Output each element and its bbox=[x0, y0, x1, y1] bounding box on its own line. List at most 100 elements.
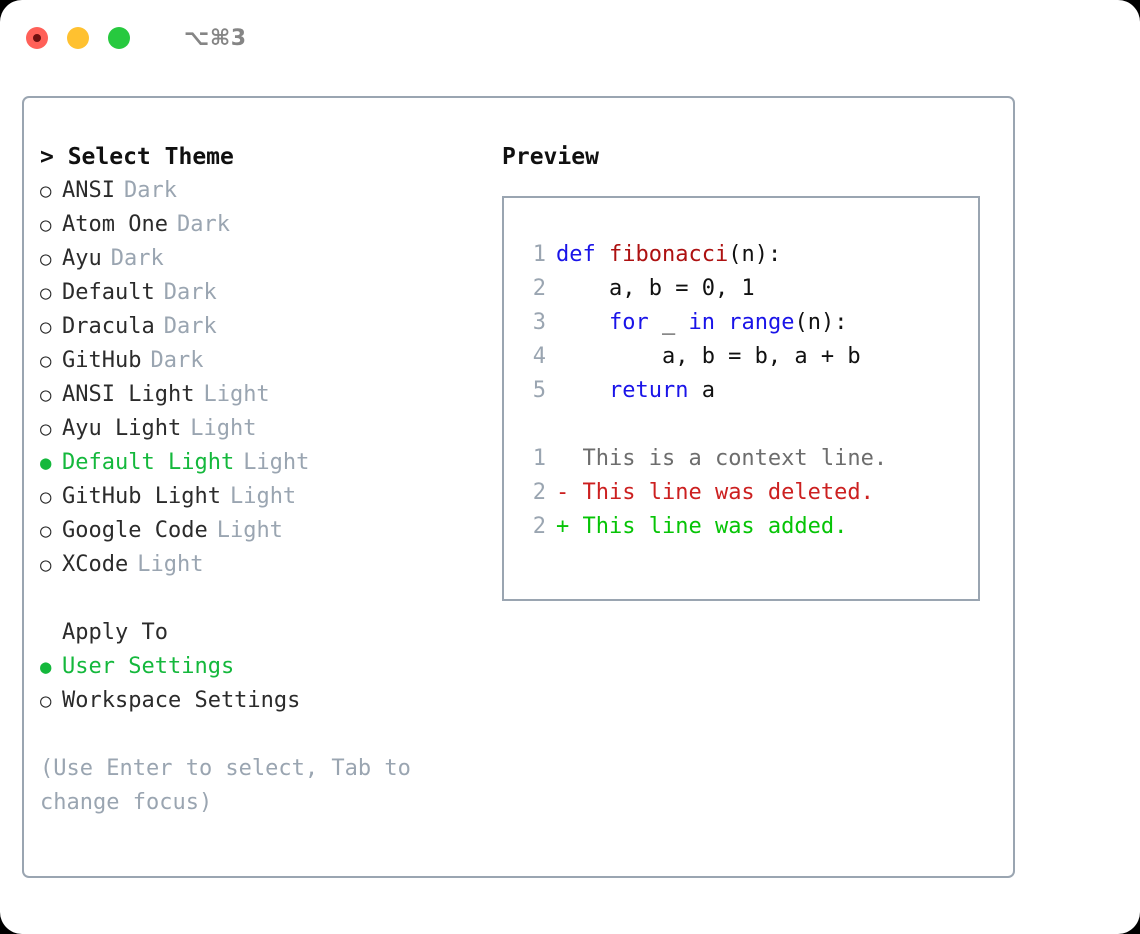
theme-variant-tag: Dark bbox=[163, 280, 217, 305]
code-token: in bbox=[688, 310, 715, 335]
radio-unselected-icon: ○ bbox=[40, 418, 52, 440]
select-theme-heading: > Select Theme bbox=[40, 144, 234, 170]
diff-line-number: 2 bbox=[532, 480, 546, 505]
theme-variant-tag: Light bbox=[137, 552, 204, 577]
theme-option-label: GitHub Light bbox=[62, 484, 221, 509]
code-line-number: 1 bbox=[532, 242, 546, 267]
diff-line: 1 This is a context line. bbox=[520, 442, 978, 476]
code-token: a, b = 0, 1 bbox=[556, 276, 755, 301]
code-token: fibonacci bbox=[608, 242, 729, 267]
diff-line-number: 1 bbox=[532, 446, 546, 471]
code-token bbox=[556, 310, 609, 335]
code-token: (n): bbox=[794, 310, 848, 335]
theme-option-label: ANSI Light bbox=[62, 382, 195, 407]
diff-text: This line was added. bbox=[569, 514, 848, 539]
diff-line: 2+ This line was added. bbox=[520, 510, 978, 544]
diff-text: This is a context line. bbox=[569, 446, 888, 471]
diff-marker: - bbox=[556, 480, 570, 505]
code-token: def bbox=[556, 242, 609, 267]
close-button[interactable] bbox=[26, 27, 48, 49]
code-token bbox=[715, 310, 728, 335]
theme-option-label: Dracula bbox=[62, 314, 155, 339]
theme-option-label: ANSI bbox=[62, 178, 115, 203]
radio-unselected-icon: ○ bbox=[40, 520, 52, 542]
radio-unselected-icon: ○ bbox=[40, 282, 52, 304]
apply-to-option[interactable]: ●User Settings bbox=[40, 650, 494, 684]
theme-variant-tag: Light bbox=[190, 416, 257, 441]
code-line: 2 a, b = 0, 1 bbox=[520, 272, 978, 306]
theme-option-label: Ayu bbox=[62, 246, 102, 271]
window-titlebar: ⌥⌘3 bbox=[0, 0, 1140, 76]
code-token: a, b = b, a + b bbox=[556, 344, 861, 369]
diff-sample: 1 This is a context line. 2- This line wa… bbox=[520, 442, 978, 544]
code-line-number: 2 bbox=[532, 276, 546, 301]
window-controls bbox=[26, 27, 130, 49]
apply-to-list[interactable]: ●User Settings○Workspace Settings bbox=[40, 650, 494, 718]
theme-option[interactable]: ○ ANSI Light Light bbox=[40, 378, 494, 412]
code-line: 3 for _ in range(n): bbox=[520, 306, 978, 340]
theme-variant-tag: Dark bbox=[110, 246, 164, 271]
theme-option[interactable]: ○ Dracula Dark bbox=[40, 310, 494, 344]
theme-variant-tag: Dark bbox=[163, 314, 217, 339]
code-token: (n): bbox=[728, 242, 782, 267]
code-token: a bbox=[688, 378, 715, 403]
theme-option[interactable]: ○ Ayu Light Light bbox=[40, 412, 494, 446]
code-diff-spacer bbox=[520, 408, 978, 442]
diff-text: This line was deleted. bbox=[569, 480, 874, 505]
radio-unselected-icon: ○ bbox=[40, 690, 52, 712]
preview-heading: Preview bbox=[502, 144, 599, 170]
theme-variant-tag: Light bbox=[243, 450, 310, 475]
theme-variant-tag: Light bbox=[203, 382, 270, 407]
diff-marker: + bbox=[556, 514, 570, 539]
theme-option-label: GitHub bbox=[62, 348, 142, 373]
maximize-button[interactable] bbox=[108, 27, 130, 49]
code-line: 5 return a bbox=[520, 374, 978, 408]
diff-marker bbox=[556, 446, 569, 471]
theme-option-label: Atom One bbox=[62, 212, 168, 237]
theme-option-label: Google Code bbox=[62, 518, 208, 543]
code-token: return bbox=[608, 378, 689, 403]
keyboard-hint-text: (Use Enter to select, Tab to change focu… bbox=[40, 756, 411, 815]
theme-option-label: Ayu Light bbox=[62, 416, 182, 441]
code-token bbox=[556, 378, 609, 403]
radio-unselected-icon: ○ bbox=[40, 486, 52, 508]
theme-option[interactable]: ○ Google Code Light bbox=[40, 514, 494, 548]
code-line: 1 def fibonacci(n): bbox=[520, 238, 978, 272]
apply-to-option[interactable]: ○Workspace Settings bbox=[40, 684, 494, 718]
apply-to-heading: Apply To bbox=[62, 620, 168, 645]
radio-unselected-icon: ○ bbox=[40, 554, 52, 576]
list-spacer bbox=[40, 582, 494, 616]
radio-selected-icon: ● bbox=[40, 656, 52, 678]
keyboard-shortcut-label: ⌥⌘3 bbox=[184, 25, 247, 51]
radio-unselected-icon: ○ bbox=[40, 384, 52, 406]
theme-variant-tag: Light bbox=[216, 518, 283, 543]
theme-option-label: Default bbox=[62, 280, 155, 305]
theme-option[interactable]: ○ Atom One Dark bbox=[40, 208, 494, 242]
radio-unselected-icon: ○ bbox=[40, 214, 52, 236]
code-line-number: 3 bbox=[532, 310, 546, 335]
code-token: _ bbox=[648, 310, 689, 335]
theme-option[interactable]: ○ GitHub Light Light bbox=[40, 480, 494, 514]
minimize-button[interactable] bbox=[67, 27, 89, 49]
theme-variant-tag: Dark bbox=[150, 348, 204, 373]
code-token: range bbox=[728, 310, 795, 335]
radio-selected-icon: ● bbox=[40, 452, 52, 474]
code-line-number: 4 bbox=[532, 344, 546, 369]
radio-unselected-icon: ○ bbox=[40, 316, 52, 338]
theme-variant-tag: Dark bbox=[176, 212, 230, 237]
theme-option[interactable]: ○ Default Dark bbox=[40, 276, 494, 310]
radio-unselected-icon: ○ bbox=[40, 180, 52, 202]
theme-variant-tag: Light bbox=[229, 484, 297, 509]
